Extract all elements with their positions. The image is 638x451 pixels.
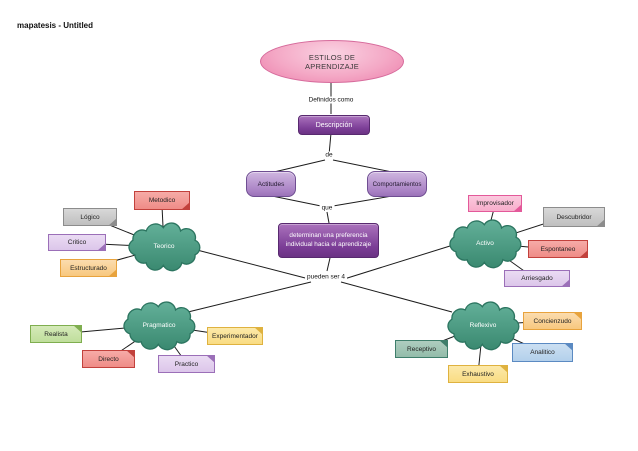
note-practico[interactable]: Practico xyxy=(158,355,215,373)
cloud-activo[interactable]: Activo xyxy=(446,218,524,269)
note-analitico[interactable]: Analitico xyxy=(512,343,573,362)
edge-label-definidos-como[interactable]: Definidos como xyxy=(306,96,356,104)
note-descubridor[interactable]: Descubridor xyxy=(543,207,605,227)
cloud-teorico[interactable]: Teorico xyxy=(125,221,203,272)
note-metodico[interactable]: Metodico xyxy=(134,191,190,210)
edge-label-pueden-ser-4[interactable]: pueden ser 4 xyxy=(305,273,347,281)
note-experimentador[interactable]: Experimentador xyxy=(207,327,263,345)
note-exhaustivo[interactable]: Exhaustivo xyxy=(448,365,508,383)
node-actitudes[interactable]: Actitudes xyxy=(246,171,296,197)
node-descripcion[interactable]: Descripción xyxy=(298,115,370,135)
cloud-label-activo: Activo xyxy=(476,240,494,247)
note-directo[interactable]: Directo xyxy=(82,350,135,368)
node-preferencia[interactable]: determinan una preferencia individual ha… xyxy=(278,223,379,258)
note-concienzudo[interactable]: Concienzudo xyxy=(523,312,582,330)
note-logico[interactable]: Lógico xyxy=(63,208,117,226)
cloud-pragmatico[interactable]: Pragmatico xyxy=(120,300,198,351)
note-espontaneo[interactable]: Espontaneo xyxy=(528,240,588,258)
note-estructurado[interactable]: Estructurado xyxy=(60,259,117,277)
cloud-label-teorico: Teorico xyxy=(153,243,175,250)
note-receptivo[interactable]: Receptivo xyxy=(395,340,448,358)
edge-label-de[interactable]: de xyxy=(323,151,335,159)
note-improvisador[interactable]: Improvisador xyxy=(468,195,522,212)
cloud-label-reflexivo: Reflexivo xyxy=(469,322,497,329)
cloud-reflexivo[interactable]: Reflexivo xyxy=(444,300,522,351)
note-critico[interactable]: Critico xyxy=(48,234,106,251)
window-title: mapatesis - Untitled xyxy=(17,21,94,30)
note-realista[interactable]: Realista xyxy=(30,325,82,343)
note-arriesgado[interactable]: Arriesgado xyxy=(504,270,570,287)
root-node[interactable]: ESTILOS DE APRENDIZAJE xyxy=(260,40,404,83)
cloud-label-pragmatico: Pragmatico xyxy=(142,322,176,329)
edge-label-que[interactable]: que xyxy=(319,204,335,212)
node-comportamientos[interactable]: Comportamientos xyxy=(367,171,427,197)
